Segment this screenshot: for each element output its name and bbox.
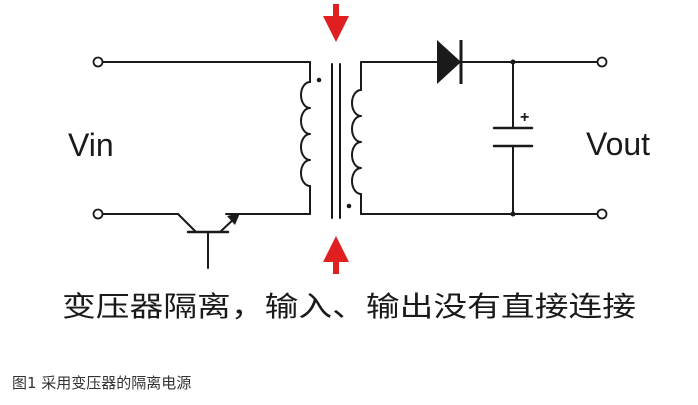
- transistor-emitter-arrow: [227, 213, 240, 225]
- secondary-polarity-dot: [346, 203, 352, 209]
- isolation-note: 变压器隔离，输入、输出没有直接连接: [62, 290, 636, 323]
- capacitor-plus-label: +: [520, 109, 529, 126]
- top-arrow-head: [323, 16, 349, 42]
- diode-triangle: [437, 40, 461, 84]
- vout-label: Vout: [586, 126, 650, 162]
- junction-dot-bottom: [510, 211, 516, 217]
- junction-dot-top: [510, 59, 516, 65]
- top-arrow-shaft: [333, 4, 339, 18]
- transistor-collector-leg: [177, 213, 197, 233]
- isolated-power-supply-schematic: Vin Vout + 变压器隔离，输入、输出没有直接连接: [62, 4, 650, 323]
- primary-coil: [300, 81, 311, 187]
- vin-terminal-top: [92, 56, 104, 68]
- vout-terminal-top: [596, 56, 608, 68]
- vin-terminal-bottom: [92, 208, 104, 220]
- bottom-arrow-head: [323, 236, 349, 262]
- secondary-coil: [351, 89, 362, 195]
- vin-label: Vin: [68, 127, 114, 163]
- figure-caption: 图1 采用变压器的隔离电源: [12, 374, 192, 392]
- vout-terminal-bottom: [596, 208, 608, 220]
- primary-polarity-dot: [316, 77, 322, 83]
- bottom-arrow-shaft: [333, 260, 339, 274]
